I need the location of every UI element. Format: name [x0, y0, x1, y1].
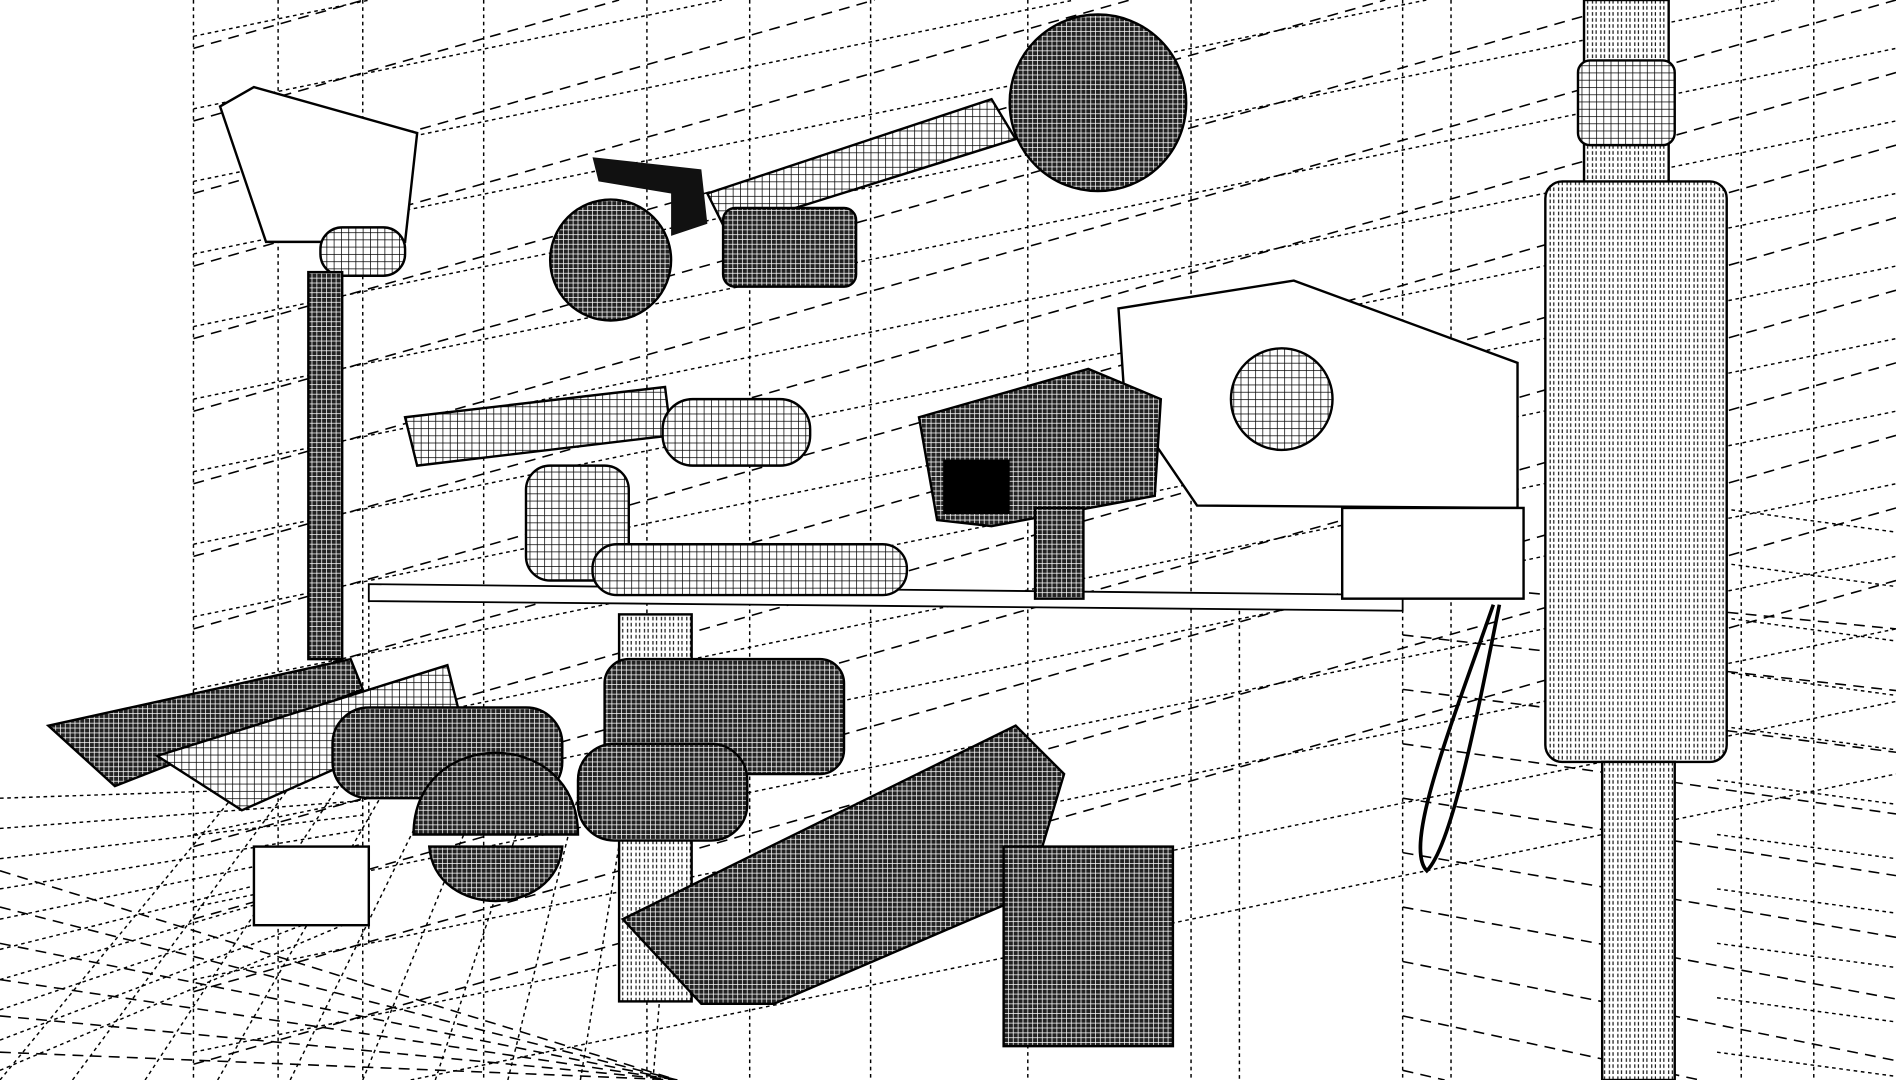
grid-line	[0, 785, 363, 799]
grid-line	[0, 870, 678, 1080]
grid-line	[1716, 616, 1896, 642]
grid-line	[193, 0, 1779, 328]
grid-line	[0, 978, 678, 1080]
grid-line	[1402, 797, 1896, 877]
grid-line	[1716, 1051, 1896, 1078]
bullet-camera-icon	[620, 724, 1175, 1048]
box-camera-icon	[576, 657, 846, 842]
grid-line	[0, 887, 363, 1011]
grid-line	[1716, 942, 1896, 969]
grid-line	[0, 828, 363, 890]
grid-line	[193, 0, 364, 50]
grid-line	[1402, 851, 1896, 939]
grid-line	[193, 0, 1075, 183]
grid-line	[1402, 1069, 1445, 1080]
grid-line	[434, 785, 533, 1080]
box-camera-icon	[917, 367, 1163, 600]
bullet-camera-icon	[403, 385, 909, 597]
grid-line	[0, 942, 678, 1080]
grid-line	[0, 1051, 678, 1080]
grid-line	[1402, 1015, 1700, 1080]
box-camera-icon	[218, 85, 419, 661]
grid-line	[0, 1015, 678, 1080]
grid-line	[1716, 561, 1896, 588]
grid-line	[217, 785, 388, 1080]
grid-line	[1716, 724, 1896, 751]
bullet-camera-icon	[705, 97, 1018, 288]
grid-line	[1716, 507, 1896, 533]
grid-line	[1716, 833, 1896, 860]
grid-line	[193, 0, 722, 110]
grid-line	[0, 906, 678, 1080]
grid-line	[1402, 906, 1896, 1000]
grid-line	[1402, 634, 1896, 692]
grid-line	[0, 785, 243, 1080]
grid-line	[1716, 670, 1896, 697]
grid-line	[0, 814, 363, 860]
pole-icon	[1418, 0, 1728, 1080]
grid-line	[71, 785, 291, 1080]
box-camera-icon	[1117, 279, 1525, 600]
grid-line	[1716, 997, 1896, 1023]
grid-line	[1402, 688, 1896, 754]
grid-line	[1716, 888, 1896, 914]
grid-line	[0, 799, 363, 830]
dome-camera-icon	[1008, 13, 1188, 193]
grid-line	[0, 916, 364, 1071]
dome-camera-icon	[412, 751, 580, 903]
grid-line	[144, 785, 340, 1080]
grid-line	[1716, 779, 1896, 805]
dome-camera-icon	[548, 157, 708, 322]
grid-line	[1402, 960, 1896, 1062]
grid-line	[193, 0, 1641, 412]
grid-line	[1402, 743, 1896, 815]
grid-line	[193, 0, 370, 37]
